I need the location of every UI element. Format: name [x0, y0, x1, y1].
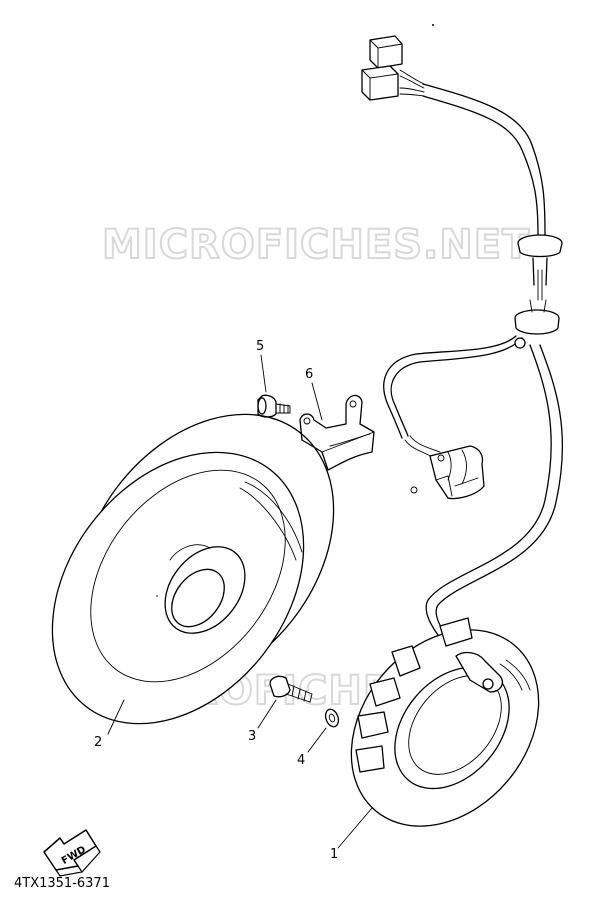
coupler-lower	[361, 65, 399, 101]
callout-1: 1	[330, 847, 338, 862]
callout-3: 3	[248, 729, 256, 744]
callout-5: 5	[256, 339, 264, 354]
part-6-bracket	[299, 382, 375, 471]
drawing-code: 4TX1351-6371	[14, 876, 110, 891]
watermark-top: MICROFICHES.NET	[102, 222, 530, 268]
callout-6: 6	[305, 367, 313, 382]
part-1-stator	[337, 617, 540, 849]
part-4-washer	[307, 708, 340, 753]
wire-harness	[361, 35, 564, 661]
part-3-bolt	[257, 675, 313, 729]
part-2-rotor	[51, 413, 335, 735]
pickup-coil	[429, 445, 485, 500]
coupler-upper	[369, 35, 403, 69]
callout-2: 2	[94, 735, 102, 750]
callout-4: 4	[297, 753, 305, 768]
part-5-screw	[257, 354, 291, 418]
fwd-arrow-icon: FWD	[43, 829, 101, 877]
